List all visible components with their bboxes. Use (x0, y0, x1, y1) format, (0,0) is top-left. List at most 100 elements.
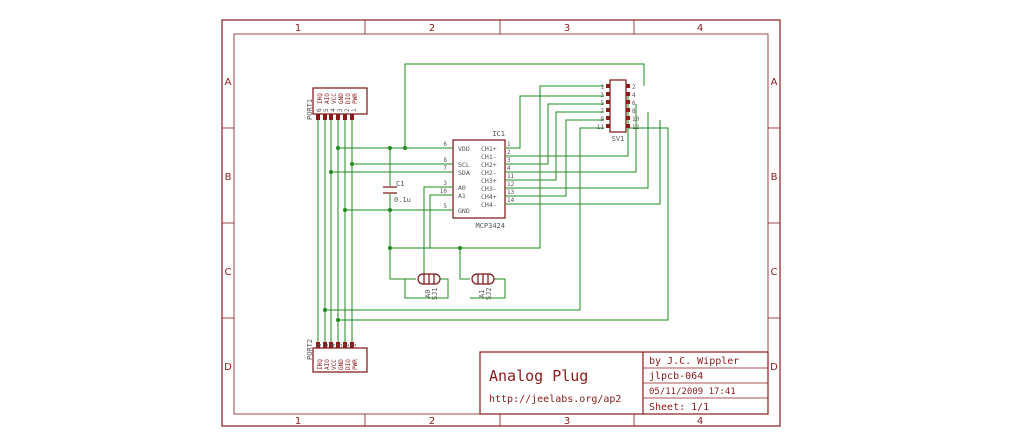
sv1-pin-number: 1 (600, 84, 604, 91)
row-label: B (771, 172, 778, 183)
c1-value: 0.1u (394, 196, 411, 204)
port2-label: PORT2 (306, 339, 314, 360)
ic1-pin-name: A0 (458, 184, 466, 192)
column-label: 1 (295, 416, 301, 427)
sv1-pin-number: 6 (632, 100, 636, 107)
ic1-pin-name: GND (458, 207, 470, 215)
ic1-pin-number: 12 (507, 181, 515, 188)
ic1-pin-name: SDA (458, 169, 470, 177)
sj1-solder-jumper: A0 SJ1 (417, 273, 441, 300)
ic1-mcp3424: IC1 MCP3424 6 8 7 3 10 5 VDD SCL SDA A0 … (440, 130, 515, 230)
port2-signal-label: VCC (331, 359, 338, 370)
ic1-pin-name: SCL (458, 161, 470, 169)
column-label: 1 (295, 23, 301, 34)
c1-name: C1 (396, 180, 404, 188)
ic1-pin-name: CH1+ (481, 145, 497, 153)
ic1-value: MCP3424 (475, 222, 505, 230)
ic1-pin-name: CH4+ (481, 193, 497, 201)
ic1-pin-name: CH1- (481, 153, 497, 161)
row-label: D (770, 362, 778, 373)
sj2-name: SJ2 (485, 287, 493, 300)
row-label: D (224, 362, 232, 373)
port2-pin-number: 5 (323, 343, 330, 347)
sj1-value: A0 (424, 290, 432, 298)
sv1-pin-number: 7 (600, 108, 604, 115)
column-label: 3 (564, 416, 570, 427)
ic1-pin-number: 5 (443, 203, 447, 210)
sv1-pin-number: 12 (632, 124, 640, 131)
ic1-pin-name: CH2- (481, 169, 497, 177)
sv1-pin-number: 5 (600, 100, 604, 107)
port2-pin-number: 3 (337, 343, 344, 347)
ic1-pin-number: 8 (443, 157, 447, 164)
ic1-pin-name: CH2+ (481, 161, 497, 169)
column-label: 4 (697, 416, 703, 427)
port2-pin-number: 4 (330, 343, 337, 347)
port1-signal-label: IRQ (317, 93, 324, 104)
port2-connector: PORT2 6 5 4 3 2 1 IRQ AIO VCC GND DIO PW… (306, 339, 368, 373)
ic1-pin-name: VDD (458, 145, 470, 153)
column-label: 3 (564, 23, 570, 34)
sv1-pin-number: 3 (600, 92, 604, 99)
sheet-text: Sheet: 1/1 (649, 402, 709, 413)
port2-pads (316, 342, 354, 348)
port2-signal-label: DIO (345, 359, 352, 370)
port1-pin-number: 1 (351, 108, 358, 112)
port2-signal-label: AIO (324, 359, 331, 370)
port2-pin-number: 1 (351, 343, 358, 347)
author-text: by J.C. Wippler (649, 356, 739, 367)
ic1-pin-name: CH3- (481, 185, 497, 193)
sv1-pin-number: 10 (632, 116, 640, 123)
ic1-pin-number: 3 (507, 157, 511, 164)
sv1-pin-number: 8 (632, 108, 636, 115)
port1-signal-label: PWR (352, 93, 359, 104)
row-label: B (225, 172, 232, 183)
ic1-pin-number: 7 (443, 165, 447, 172)
port2-pin-number: 6 (316, 343, 323, 347)
url-text: http://jeelabs.org/ap2 (489, 394, 621, 405)
port2-signal-label: IRQ (317, 359, 324, 370)
port2-signal-label: PWR (352, 359, 359, 370)
sj2-solder-jumper: A1 SJ2 (471, 273, 495, 300)
sv1-pin-number: 4 (632, 92, 636, 99)
ic1-pin-name: CH3+ (481, 177, 497, 185)
port1-pin-number: 6 (316, 108, 323, 112)
column-label: 4 (697, 23, 703, 34)
port1-label: PORT1 (306, 99, 314, 120)
port2-pin-number: 2 (344, 343, 351, 347)
port1-signal-label: GND (338, 93, 345, 104)
port1-pin-number: 2 (344, 108, 351, 112)
sj2-value: A1 (478, 290, 486, 298)
port1-pin-number: 5 (323, 108, 330, 112)
ic1-pin-number: 10 (440, 188, 448, 195)
sv1-pin-number: 11 (597, 124, 605, 131)
port2-signal-label: GND (338, 359, 345, 370)
sv1-label: SV1 (612, 135, 625, 143)
ic1-pin-name: CH4- (481, 201, 497, 209)
port1-connector: PORT1 6 5 4 3 2 1 IRQ AIO VCC GND DIO PW… (306, 87, 368, 120)
ic1-pin-number: 11 (507, 173, 515, 180)
ic1-name: IC1 (492, 130, 505, 138)
sv1-pin-number: 2 (632, 84, 636, 91)
port1-pin-number: 4 (330, 108, 337, 112)
port1-signal-label: AIO (324, 93, 331, 104)
junctions (323, 146, 462, 322)
row-label: A (225, 77, 232, 88)
port1-signal-label: VCC (331, 93, 338, 104)
c1-capacitor: C1 0.1u (383, 180, 411, 204)
sv1-connector: 1 3 5 7 9 11 2 4 6 8 10 12 SV1 (597, 79, 640, 143)
port1-pin-number: 3 (337, 108, 344, 112)
ic1-pin-number: 3 (443, 180, 447, 187)
row-label: A (771, 77, 778, 88)
date-text: 05/11/2009 17:41 (649, 387, 736, 397)
title-block: Analog Plug http://jeelabs.org/ap2 by J.… (479, 351, 769, 415)
port1-pads (316, 114, 354, 120)
ic1-pin-number: 2 (507, 149, 511, 156)
ic1-pin-number: 1 (507, 141, 511, 148)
row-label: C (225, 267, 232, 278)
ic1-pin-name: A1 (458, 192, 466, 200)
column-label: 2 (429, 416, 435, 427)
column-label: 2 (429, 23, 435, 34)
port1-signal-label: DIO (345, 93, 352, 104)
ic1-pin-number: 6 (443, 141, 447, 148)
